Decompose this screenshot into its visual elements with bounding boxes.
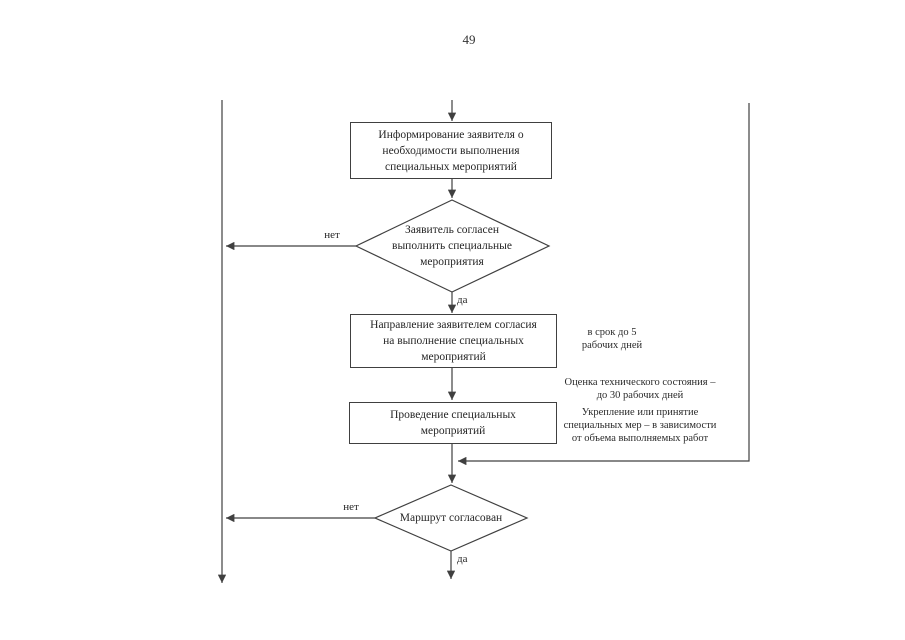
decision1-line: выполнить специальные [392,240,512,252]
decision1-line: Заявитель согласен [404,224,500,236]
label-no-1: нет [324,229,340,241]
decision2-line: Маршрут согласован [399,512,503,524]
box-carry-out-line: Проведение специальных [390,409,516,421]
box-carry-out-line: мероприятий [420,425,486,437]
decision1-label: Заявитель согласен выполнить специальные… [362,202,542,290]
note-strengthening-line: специальных мер – в зависимости [563,420,717,431]
note-deadline-line: рабочих дней [581,340,643,351]
note-strengthening-line: Укрепление или принятие [581,407,699,418]
box-send-consent-line: Направление заявителем согласия [370,319,537,331]
note-strengthening-line: от объема выполняемых работ [571,433,709,444]
box-inform-line: Информирование заявителя о [378,128,524,141]
note-strengthening: Укрепление или принятие специальных мер … [528,406,752,445]
box-send-consent: Направление заявителем согласия на выпол… [350,314,557,368]
label-yes-2: да [457,553,468,565]
page-number: 49 [462,32,476,47]
box-send-consent-line: на выполнение специальных [383,335,524,347]
note-assessment-line: до 30 рабочих дней [596,390,684,401]
label-no-2: нет [343,501,359,513]
note-deadline: в срок до 5 рабочих дней [550,326,674,352]
box-carry-out: Проведение специальных мероприятий [349,402,557,444]
box-inform-line: необходимости выполнения [382,144,520,157]
box-inform: Информирование заявителя о необходимости… [350,122,552,179]
note-deadline-line: в срок до 5 [587,327,637,338]
connector-right-bypass [458,103,750,466]
note-assessment: Оценка технического состояния – до 30 ра… [538,376,742,402]
box-inform-line: специальных мероприятий [385,160,517,173]
decision1-line: мероприятия [420,256,484,268]
box-send-consent-line: мероприятий [421,351,486,363]
decision2-label: Маршрут согласован [381,486,521,550]
note-assessment-line: Оценка технического состояния – [564,377,716,388]
label-yes-1: да [457,294,468,306]
